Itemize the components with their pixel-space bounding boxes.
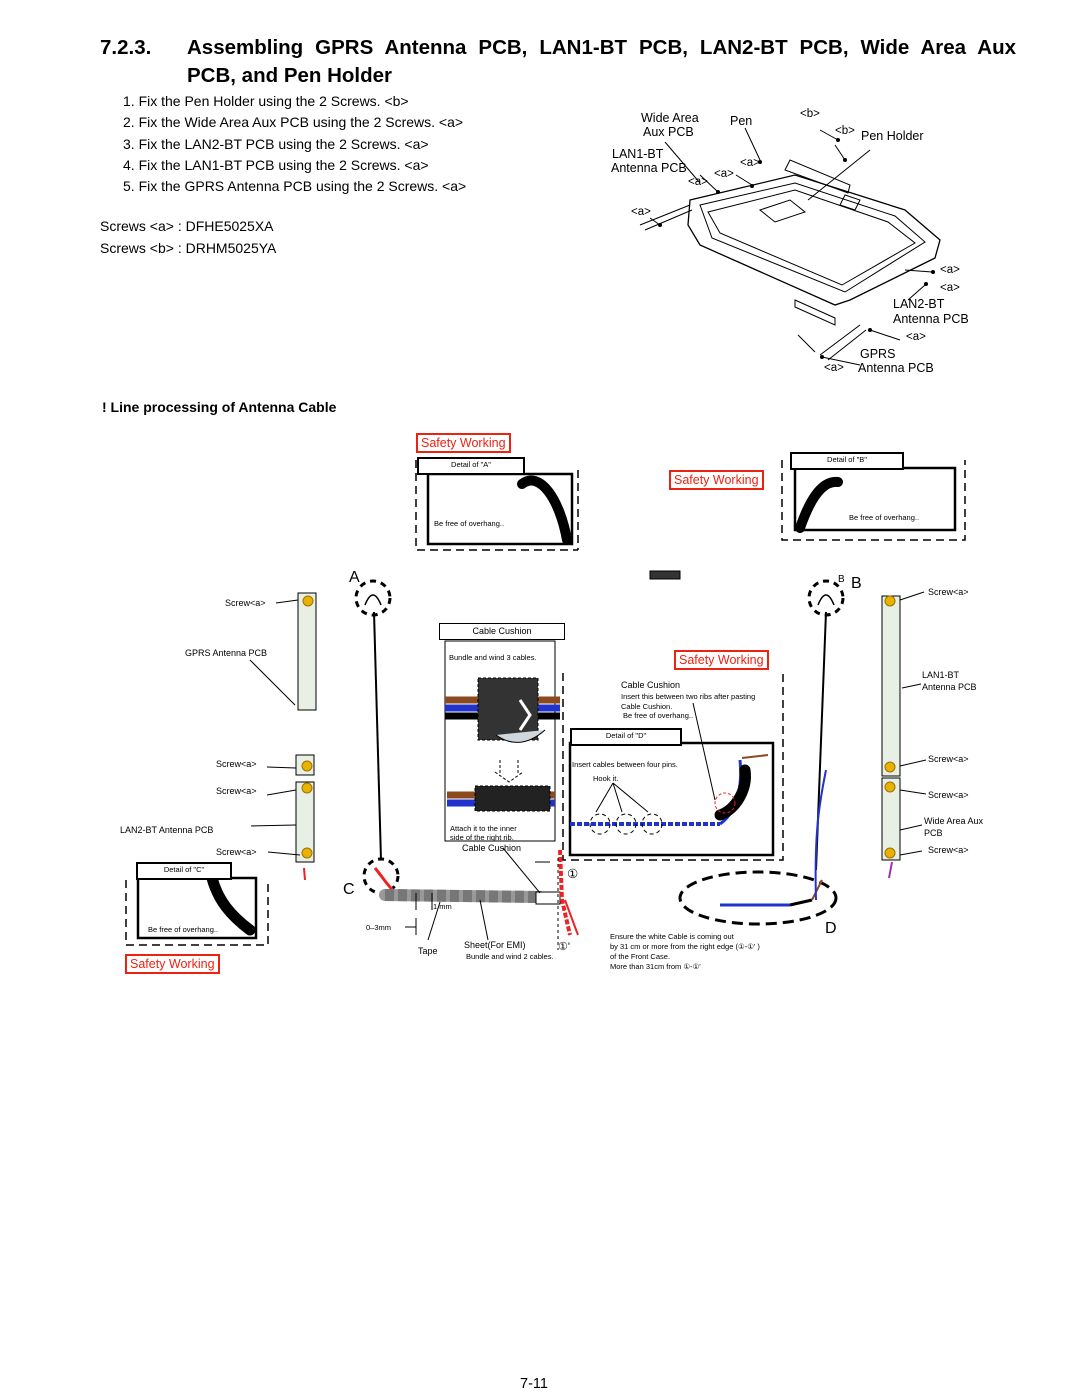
label-antenna-pcb: Antenna PCB bbox=[922, 682, 977, 692]
step-item: 2. Fix the Wide Area Aux PCB using the 2… bbox=[123, 114, 464, 131]
section-title: ! Line processing of Antenna Cable bbox=[102, 399, 337, 415]
label-screw-a: Screw<a> bbox=[216, 847, 257, 857]
screw-item: Screws <b> : DRHM5025YA bbox=[100, 239, 277, 256]
label-a: <a> bbox=[940, 282, 960, 294]
note-be-free: Be free of overhang.. bbox=[849, 513, 920, 522]
label-a: <a> bbox=[906, 331, 926, 343]
note-insert-ribs: Insert this between two ribs after pasti… bbox=[621, 692, 756, 701]
label-screw-a: Screw<a> bbox=[928, 754, 969, 764]
label-pen-holder: Pen Holder bbox=[861, 129, 924, 143]
label-a: <a> bbox=[940, 264, 960, 276]
label-screw-a: Screw<a> bbox=[928, 587, 969, 597]
step-item: 5. Fix the GPRS Antenna PCB using the 2 … bbox=[123, 178, 467, 195]
note-front-case: of the Front Case. bbox=[610, 952, 671, 961]
label-cable-cushion-box: Cable Cushion bbox=[439, 623, 565, 640]
screw-list: Screws <a> : DFHE5025XA Screws <b> : DRH… bbox=[100, 216, 276, 259]
note-bundle-2: Bundle and wind 2 cables. bbox=[466, 952, 554, 961]
note-be-free: Be free of overhang.. bbox=[148, 925, 219, 934]
heading-line-2: PCB, and Pen Holder bbox=[187, 64, 393, 87]
note-side-rib: side of the right rib. bbox=[450, 833, 514, 842]
label-pcb: PCB bbox=[924, 828, 943, 838]
label-b: <b> bbox=[835, 125, 855, 137]
note-insert-pins: Insert cables between four pins. bbox=[572, 760, 678, 769]
step-list: 1. Fix the Pen Holder using the 2 Screws… bbox=[123, 91, 466, 197]
dim-1mm: 1 mm bbox=[433, 902, 452, 911]
note-be-free: Be free of overhang.. bbox=[434, 519, 505, 528]
label-a: <a> bbox=[824, 362, 844, 374]
note-be-free-d: Be free of overhang.. bbox=[623, 711, 694, 720]
marker-circle-1-prime: ①' bbox=[558, 941, 570, 953]
section-number: 7.2.3. bbox=[100, 36, 152, 59]
note-attach-inner: Attach it to the inner bbox=[450, 824, 517, 833]
heading-line-1: Assembling GPRS Antenna PCB, LAN1-BT PCB… bbox=[187, 36, 1016, 59]
step-item: 3. Fix the LAN2-BT PCB using the 2 Screw… bbox=[123, 135, 429, 152]
detail-d-tab: Detail of "D" bbox=[570, 728, 682, 746]
label-cable-cushion: Cable Cushion bbox=[621, 680, 681, 690]
dim-0-3mm: 0–3mm bbox=[366, 923, 392, 932]
marker-c: C bbox=[343, 881, 355, 898]
label-aux-pcb: Aux PCB bbox=[643, 125, 694, 139]
label-antenna-pcb: Antenna PCB bbox=[893, 312, 969, 326]
detail-b-tab: Detail of "B" bbox=[790, 452, 904, 470]
page-number: 7-11 bbox=[520, 1376, 548, 1392]
label-antenna-pcb: Antenna PCB bbox=[611, 161, 687, 175]
safety-working-label: Safety Working bbox=[669, 470, 764, 490]
label-a: <a> bbox=[740, 157, 760, 169]
label-antenna-pcb: Antenna PCB bbox=[858, 361, 934, 375]
label-wide-area: Wide Area bbox=[641, 111, 699, 125]
step-item: 4. Fix the LAN1-BT PCB using the 2 Screw… bbox=[123, 156, 429, 173]
label-lan2-bt: LAN2-BT bbox=[893, 297, 945, 311]
label-screw-a: Screw<a> bbox=[928, 790, 969, 800]
marker-d: D bbox=[825, 920, 837, 937]
label-a: <a> bbox=[631, 206, 651, 218]
label-gprs-antenna-pcb: GPRS Antenna PCB bbox=[185, 648, 268, 658]
label-screw-a: Screw<a> bbox=[216, 759, 257, 769]
label-screw-a: Screw<a> bbox=[928, 845, 969, 855]
note-31cm: by 31 cm or more from the right edge (①-… bbox=[610, 942, 760, 951]
label-a: <a> bbox=[688, 176, 708, 188]
label-cable-cushion: Cable Cushion bbox=[462, 843, 522, 853]
label-lan1-bt: LAN1-BT bbox=[922, 670, 960, 680]
screw-item: Screws <a> : DFHE5025XA bbox=[100, 218, 274, 234]
safety-working-label: Safety Working bbox=[674, 650, 769, 670]
note-hook-it: Hook it. bbox=[593, 774, 619, 783]
label-screw-a: Screw<a> bbox=[225, 598, 266, 608]
note-more-than: More than 31cm from ①-①' bbox=[610, 962, 701, 971]
note-ensure-white: Ensure the white Cable is coming out bbox=[610, 932, 734, 941]
label-tape: Tape bbox=[418, 946, 438, 956]
label-lan1-bt: LAN1-BT bbox=[612, 147, 664, 161]
note-bundle-3: Bundle and wind 3 cables. bbox=[449, 653, 537, 662]
marker-b: B bbox=[851, 575, 862, 592]
marker-b-small: B bbox=[838, 574, 845, 585]
label-pen: Pen bbox=[730, 114, 753, 128]
safety-working-label: Safety Working bbox=[416, 433, 511, 453]
marker-a: A bbox=[349, 569, 360, 586]
label-a: <a> bbox=[714, 168, 734, 180]
label-sheet-emi: Sheet(For EMI) bbox=[464, 940, 526, 950]
label-screw-a: Screw<a> bbox=[216, 786, 257, 796]
marker-circle-1: ① bbox=[567, 867, 579, 881]
label-lan2-bt-pcb: LAN2-BT Antenna PCB bbox=[120, 825, 214, 835]
detail-a-tab: Detail of "A" bbox=[417, 457, 525, 475]
safety-working-label: Safety Working bbox=[125, 954, 220, 974]
note-cable-cushion: Cable Cushion. bbox=[621, 702, 673, 711]
step-item: 1. Fix the Pen Holder using the 2 Screws… bbox=[123, 93, 409, 109]
label-wide-area-aux: Wide Area Aux bbox=[924, 816, 984, 826]
label-b: <b> bbox=[800, 108, 820, 120]
detail-c-tab: Detail of "C" bbox=[136, 862, 232, 880]
label-gprs: GPRS bbox=[860, 347, 896, 361]
